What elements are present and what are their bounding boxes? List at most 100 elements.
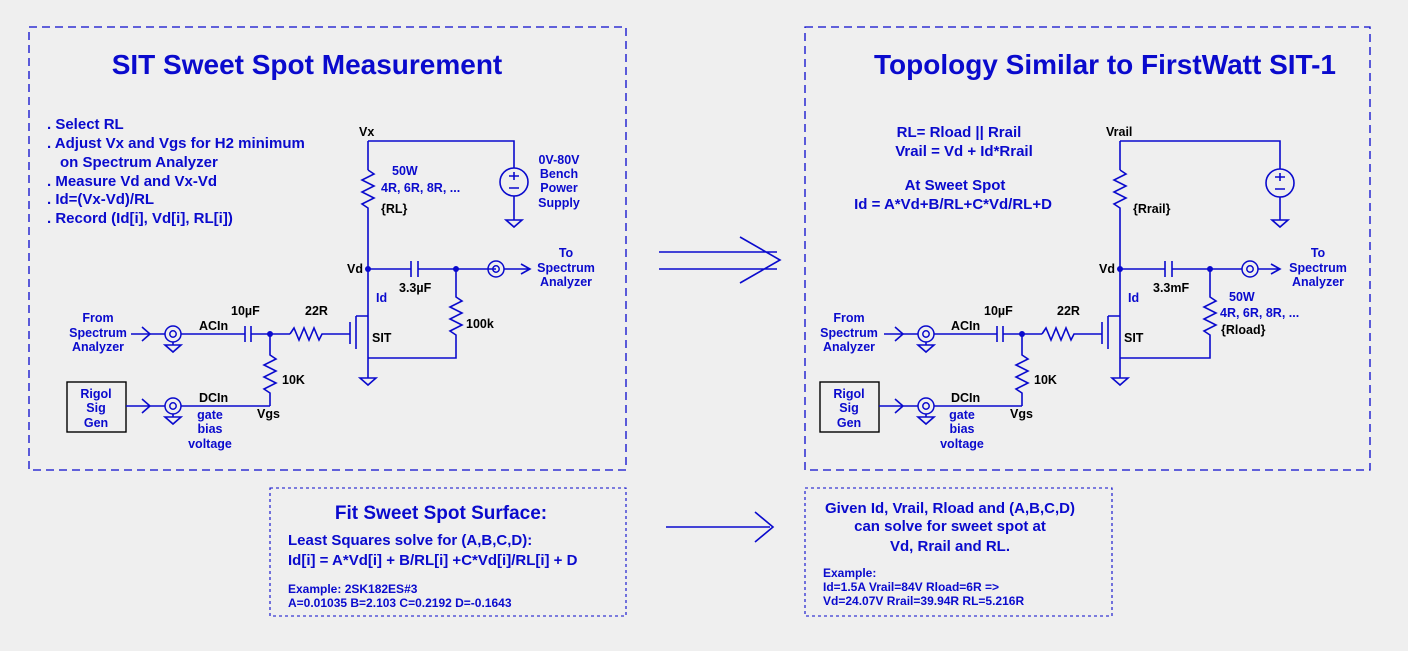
to-analyzer-label: To Spectrum Analyzer bbox=[1289, 246, 1347, 289]
r10k-label: 10K bbox=[1034, 373, 1057, 387]
to-analyzer-line: To bbox=[559, 246, 574, 260]
acin-label: ACIn bbox=[199, 319, 228, 333]
siggen-line: Rigol bbox=[80, 387, 111, 401]
left-schematic: Vx 50W 4R, 6R, 8R, ... {RL} 0V-80V Bench… bbox=[66, 125, 595, 451]
sweet-spot-equation: Id = A*Vd+B/RL+C*Vd/RL+D bbox=[854, 196, 1052, 213]
bias-resistor bbox=[368, 269, 464, 359]
from-analyzer-line: Spectrum bbox=[69, 326, 127, 340]
single-arrow-icon bbox=[666, 511, 775, 543]
instruction-step: . Measure Vd and Vx-Vd bbox=[47, 173, 217, 190]
signal-generator-box bbox=[819, 381, 880, 433]
sit-label: SIT bbox=[372, 331, 392, 345]
vgs-label: Vgs bbox=[257, 407, 280, 421]
from-analyzer-label: From Spectrum Analyzer bbox=[820, 311, 878, 354]
supply-line: 0V-80V bbox=[538, 153, 580, 167]
to-analyzer-line: Spectrum bbox=[537, 261, 595, 275]
to-analyzer-line: Analyzer bbox=[1292, 275, 1344, 289]
gate-10k-resistor bbox=[1014, 334, 1030, 406]
r22-label: 22R bbox=[305, 304, 328, 318]
from-analyzer-line: From bbox=[82, 311, 113, 325]
to-analyzer-label: To Spectrum Analyzer bbox=[537, 246, 595, 289]
vgs-label: Vgs bbox=[1010, 407, 1033, 421]
instruction-step: . Adjust Vx and Vgs for H2 minimum bbox=[47, 135, 305, 152]
left-panel-frame bbox=[28, 26, 627, 471]
output-capacitor bbox=[368, 261, 496, 277]
left-title: SIT Sweet Spot Measurement bbox=[112, 49, 503, 80]
sit-transistor bbox=[340, 269, 369, 358]
from-analyzer-line: Spectrum bbox=[820, 326, 878, 340]
rl-equation: RL= Rload || Rrail bbox=[897, 124, 1022, 141]
given-line-2: can solve for sweet spot at bbox=[854, 518, 1046, 535]
from-analyzer-line: Analyzer bbox=[72, 340, 124, 354]
gate-resistor bbox=[1041, 325, 1092, 343]
instruction-step: . Select RL bbox=[47, 116, 124, 133]
siggen-line: Sig bbox=[839, 401, 858, 415]
rl-power-label: 50W bbox=[392, 164, 418, 178]
supply-line: Bench bbox=[540, 167, 578, 181]
instruction-step: . Record (Id[i], Vd[i], RL[i]) bbox=[47, 210, 233, 227]
sit-transistor bbox=[1092, 269, 1121, 358]
gate-bias-line: voltage bbox=[940, 437, 984, 451]
input-connector-icon bbox=[917, 325, 935, 343]
id-label: Id bbox=[376, 291, 387, 305]
gate-bias-line: gate bbox=[949, 408, 975, 422]
input-connector-icon bbox=[164, 325, 182, 343]
fit-example: Example: 2SK182ES#3 bbox=[288, 582, 418, 596]
gate-10k-resistor bbox=[262, 334, 278, 406]
fit-coefficients: A=0.01035 B=2.103 C=0.2192 D=-0.1643 bbox=[288, 596, 512, 610]
from-analyzer-label: From Spectrum Analyzer bbox=[69, 311, 127, 354]
sweet-spot-title: At Sweet Spot bbox=[905, 177, 1006, 194]
fit-title: Fit Sweet Spot Surface: bbox=[335, 503, 547, 524]
gate-resistor bbox=[289, 325, 340, 343]
given-example: Example: bbox=[823, 566, 876, 580]
cap-in-label: 10µF bbox=[231, 304, 260, 318]
signal-generator-box bbox=[66, 381, 127, 433]
to-analyzer-line: Spectrum bbox=[1289, 261, 1347, 275]
vrail-label: Vrail bbox=[1106, 125, 1132, 139]
rload-values-label: 4R, 6R, 8R, ... bbox=[1220, 306, 1299, 320]
rrail-label: {Rrail} bbox=[1133, 202, 1171, 216]
vx-label: Vx bbox=[359, 125, 374, 139]
siggen-label: Rigol Sig Gen bbox=[833, 387, 864, 430]
rload-name-label: {Rload} bbox=[1221, 323, 1266, 337]
siggen-line: Sig bbox=[86, 401, 105, 415]
gate-bias-label: gate bias voltage bbox=[940, 408, 984, 451]
cap-out-label: 3.3µF bbox=[399, 281, 432, 295]
gate-bias-line: bias bbox=[197, 422, 222, 436]
vrail-equation: Vrail = Vd + Id*Rrail bbox=[895, 143, 1033, 160]
acin-label: ACIn bbox=[951, 319, 980, 333]
from-analyzer-line: From bbox=[833, 311, 864, 325]
given-example-1: Id=1.5A Vrail=84V Rload=6R => bbox=[823, 580, 999, 594]
fit-box-frame bbox=[269, 487, 627, 617]
gate-bias-label: gate bias voltage bbox=[188, 408, 232, 451]
dcin-label: DCIn bbox=[951, 391, 980, 405]
input-capacitor bbox=[934, 326, 1042, 342]
gate-bias-line: voltage bbox=[188, 437, 232, 451]
supply-label: 0V-80V Bench Power Supply bbox=[538, 153, 580, 210]
r22-label: 22R bbox=[1057, 304, 1080, 318]
to-analyzer-line: Analyzer bbox=[540, 275, 592, 289]
vd-label: Vd bbox=[347, 262, 363, 276]
siggen-label: Rigol Sig Gen bbox=[80, 387, 111, 430]
rl-values-label: 4R, 6R, 8R, ... bbox=[381, 181, 460, 195]
output-connector-icon bbox=[1241, 260, 1259, 278]
fit-line-1: Least Squares solve for (A,B,C,D): bbox=[288, 532, 532, 549]
supply-line: Power bbox=[540, 181, 578, 195]
double-arrow-icon bbox=[659, 236, 782, 284]
rl-name-label: {RL} bbox=[381, 202, 408, 216]
instruction-step: . Id=(Vx-Vd)/RL bbox=[47, 191, 154, 208]
vd-label: Vd bbox=[1099, 262, 1115, 276]
r10k-label: 10K bbox=[282, 373, 305, 387]
given-box-frame bbox=[804, 487, 1113, 617]
given-line-1: Given Id, Vrail, Rload and (A,B,C,D) bbox=[825, 500, 1075, 517]
rload-power-label: 50W bbox=[1229, 290, 1255, 304]
from-analyzer-line: Analyzer bbox=[823, 340, 875, 354]
cap-out-label: 3.3mF bbox=[1153, 281, 1189, 295]
gate-bias-line: bias bbox=[949, 422, 974, 436]
sit-label: SIT bbox=[1124, 331, 1144, 345]
rload-resistor bbox=[1120, 269, 1218, 359]
siggen-line: Gen bbox=[837, 416, 861, 430]
right-panel-frame bbox=[804, 26, 1371, 471]
supply-line: Supply bbox=[538, 196, 580, 210]
